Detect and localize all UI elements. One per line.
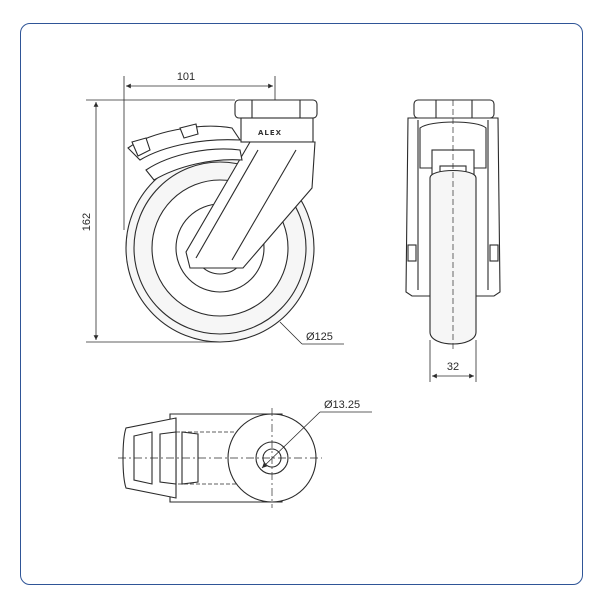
front-view-dimensions	[429, 340, 477, 382]
dimension-label-32: 32	[447, 361, 459, 373]
front-swivel-head	[413, 99, 495, 119]
front-lug	[407, 244, 417, 262]
swivel-head-top	[234, 99, 318, 119]
brake-tab	[131, 137, 151, 157]
leader-line-bolt	[261, 411, 321, 469]
top-view	[118, 408, 322, 508]
front-lug	[489, 244, 499, 262]
dimension-label-101: 101	[177, 71, 195, 83]
dimension-label-162: 162	[81, 213, 93, 231]
brake-pedal	[145, 148, 243, 181]
dimension-label-wheel-diameter: Ø125	[306, 331, 333, 343]
brake-lever	[127, 125, 242, 161]
side-view	[125, 99, 318, 343]
dimension-label-bolt-diameter: Ø13.25	[324, 399, 360, 411]
leader-line	[279, 321, 303, 345]
side-view-dimensions	[86, 76, 344, 345]
top-view-dimensions	[261, 411, 372, 469]
brand-mark: ALEX	[258, 129, 282, 137]
fork-leg-edge	[231, 149, 297, 261]
front-view	[405, 99, 501, 350]
fork-leg-edge	[195, 149, 259, 259]
top-brake-slot	[133, 431, 153, 485]
brake-tab	[179, 123, 199, 139]
wheel-tread-inner	[133, 161, 307, 335]
